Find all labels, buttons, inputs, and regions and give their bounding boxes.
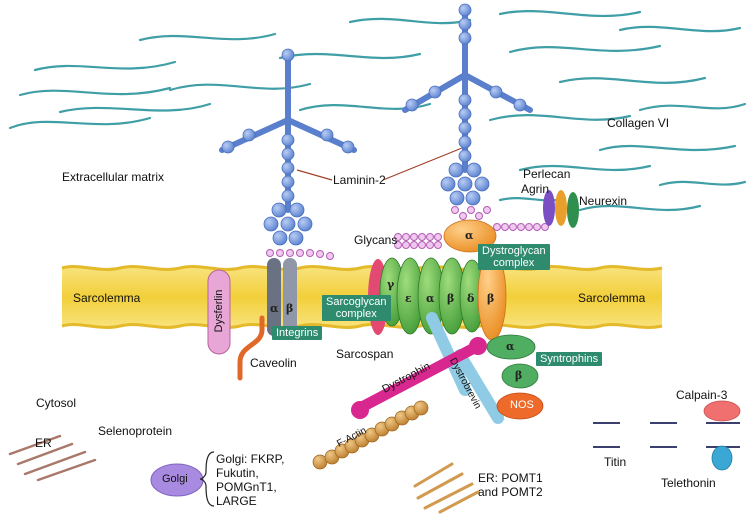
calpain3 [703,400,741,422]
sarcoglycan-complex [379,257,485,335]
caveolin-hairpin [237,315,265,381]
tag-sarcoglycan-line2: complex [335,308,377,320]
golgi-brace [199,451,215,507]
label-selenoprotein: Selenoprotein [98,424,173,438]
label-nos: NOS [510,399,534,411]
label-golgi-line3: POMGnT1, [216,480,277,494]
greek-sg-gamma: γ [387,278,395,291]
label-extracellular-matrix: Extracellular matrix [62,170,165,184]
label-golgi-line1: Golgi: FKRP, [216,452,285,466]
dystrophin [351,337,487,419]
nos-enzyme [496,392,544,420]
greek-dg-beta: β [487,292,495,305]
greek-sg-alpha: α [426,292,435,305]
er-strands-bottom [413,462,480,514]
greek-sg-epsilon: ε [405,292,412,305]
dystrobrevin [426,312,504,424]
greek-dg-alpha: α [465,229,474,242]
integrin-complex [267,258,297,336]
collagen-fibers [8,10,747,212]
label-calpain3: Calpain-3 [676,388,728,402]
er-strands-left [8,434,97,482]
label-sarcospan: Sarcospan [336,347,394,361]
tag-dystroglycan: Dystroglycan complex [478,244,550,270]
syntrophins [486,334,539,389]
tag-sarcoglycan-line1: Sarcoglycan [326,296,387,308]
telethonin [711,445,733,471]
label-agrin: Agrin [521,182,550,196]
laminin-right [402,3,533,220]
label-golgi-line2: Fukutin, [216,466,259,480]
greek-integrin-alpha: α [270,302,279,315]
laminin-left [219,48,357,260]
label-golgi-line4: LARGE [216,494,257,508]
greek-syn-beta: β [515,369,523,382]
label-er: ER [35,436,52,450]
label-collagen6: Collagen VI [607,116,670,130]
ecm-proteins [543,190,579,228]
label-sarcolemma-left: Sarcolemma [73,291,141,305]
label-perlecan: Perlecan [523,167,571,181]
dysferlin-protein [207,269,231,355]
tag-sarcoglycan: Sarcoglycan complex [322,295,391,321]
label-er-pomt-line1: ER: POMT1 [478,471,543,485]
label-telethonin: Telethonin [661,476,716,490]
laminin-pointer-lines [296,147,463,181]
label-titin: Titin [604,455,627,469]
tag-integrins: Integrins [272,326,323,340]
label-er-pomt-line2: and POMT2 [478,485,543,499]
label-dysferlin: Dysferlin [213,289,225,333]
greek-integrin-beta: β [286,302,294,315]
tag-dystroglycan-line1: Dystroglycan [482,245,546,257]
f-actin-filament [312,400,429,470]
label-cytosol: Cytosol [36,396,77,410]
titin-filaments [593,422,740,448]
label-sarcolemma-right: Sarcolemma [578,291,646,305]
label-golgi: Golgi [162,473,188,485]
greek-sg-beta: β [447,292,455,305]
greek-syn-alpha: α [506,340,515,353]
greek-sg-delta: δ [467,292,475,305]
label-caveolin: Caveolin [250,356,297,370]
glycan-chain [394,223,549,249]
label-neurexin: Neurexin [579,194,628,208]
tag-dystroglycan-line2: complex [493,257,535,269]
tag-syntrophins: Syntrophins [536,352,603,366]
label-glycans: Glycans [354,233,398,247]
label-laminin2: Laminin-2 [333,173,386,187]
